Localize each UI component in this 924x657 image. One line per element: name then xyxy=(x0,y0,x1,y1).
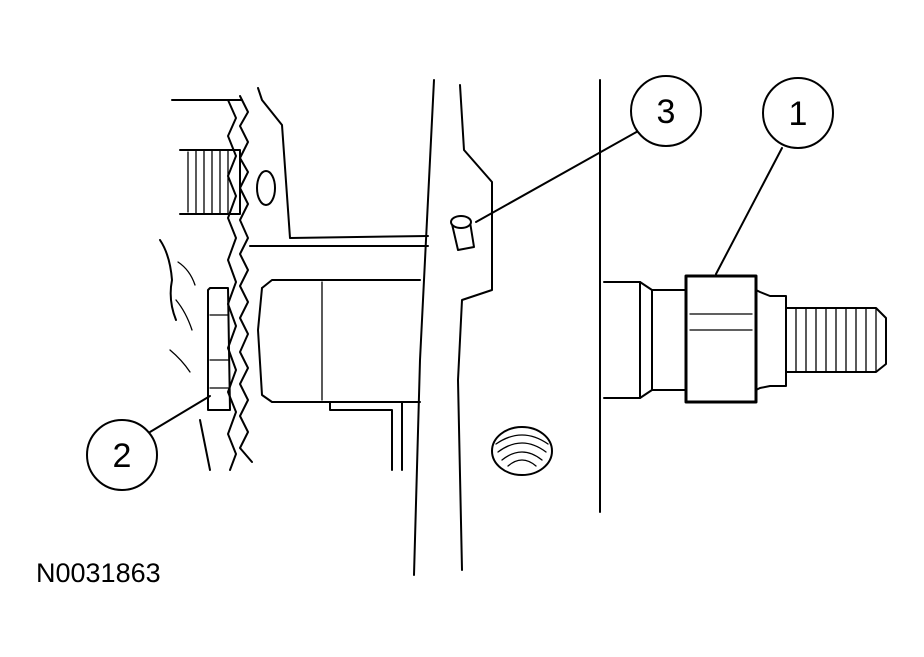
callout-circle-3 xyxy=(630,75,702,147)
callout-number-1: 1 xyxy=(789,95,808,133)
callout-2: 2 xyxy=(86,395,211,491)
threaded-hole xyxy=(491,426,553,476)
callout-circle-2 xyxy=(86,419,158,491)
alignment-tool xyxy=(603,274,887,404)
callout-3: 3 xyxy=(475,75,702,223)
callout-1: 1 xyxy=(715,77,834,275)
callout-number-2: 2 xyxy=(113,437,132,475)
leader-line-3 xyxy=(475,129,641,223)
dowel-pin xyxy=(450,215,475,251)
figure-id-label: N0031863 xyxy=(36,558,161,588)
sprocket-assembly xyxy=(159,87,429,471)
engine-housing xyxy=(413,79,553,576)
leader-line-1 xyxy=(715,147,783,275)
callout-number-3: 3 xyxy=(657,93,676,131)
camshaft xyxy=(257,279,421,471)
leader-line-2 xyxy=(149,395,211,433)
callout-circle-1 xyxy=(762,77,834,149)
